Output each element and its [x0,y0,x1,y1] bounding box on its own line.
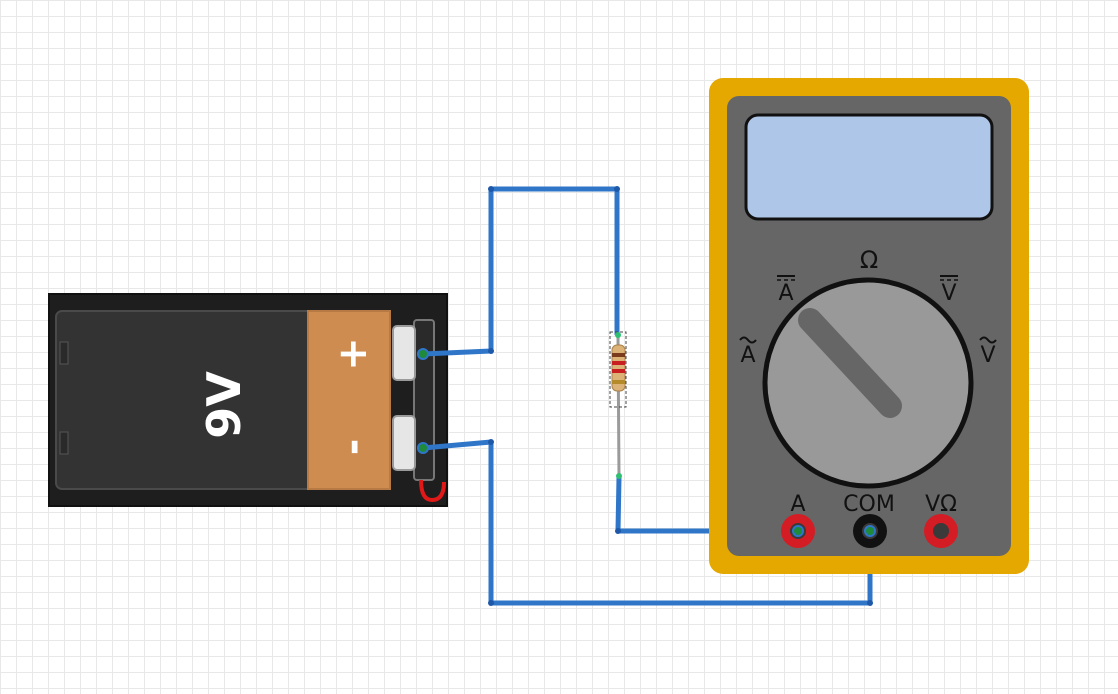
resistor-bottom-node[interactable] [616,473,622,479]
battery-left-notch [59,341,69,365]
battery-minus-terminal[interactable] [392,415,416,471]
resistor-icon[interactable] [609,331,627,479]
battery-cap [307,310,391,490]
battery-plus-node [417,348,429,360]
multimeter-display [744,113,994,221]
battery-terminal-bracket [413,319,435,481]
battery-plus-terminal[interactable] [392,325,416,381]
resistor-band-1 [612,353,625,357]
battery-icon[interactable]: 9V + - [48,293,448,507]
dial-label-ac-volts: V [979,336,997,368]
port-label-common: COM [843,492,895,517]
multimeter-icon[interactable]: Ω A V A V A COM V [709,78,1029,574]
dial-label-ac-amps: A [739,336,757,368]
port-wire-endpoints [792,525,876,537]
resistor-band-2 [612,361,625,365]
resistor-top-node[interactable] [615,332,621,338]
wire-battery-plus-to-resistor[interactable] [420,186,620,357]
wire-joints [488,186,873,606]
multimeter-dial[interactable] [762,277,974,489]
resistor-band-4 [612,380,625,384]
resistor-body [611,344,626,392]
svg-text:A: A [778,281,793,306]
resistor-band-3 [612,369,625,373]
dial-label-ohm: Ω [860,246,878,274]
battery-red-lead [419,479,446,503]
battery-voltage-label: 9V [197,371,251,439]
port-label-amps: A [790,492,805,517]
svg-text:A: A [740,343,755,368]
dial-label-dc-amps: A [777,275,795,306]
volt-ohm-port[interactable] [924,514,958,548]
port-label-volt-ohm: VΩ [925,492,957,517]
battery-minus-label: - [330,439,376,456]
dial-pointer [798,308,902,418]
svg-text:V: V [980,343,995,368]
battery-left-notch-2 [59,431,69,455]
dial-label-dc-volts: V [940,275,958,306]
battery-minus-node [417,442,429,454]
svg-text:V: V [941,281,956,306]
battery-plus-label: + [330,337,376,371]
